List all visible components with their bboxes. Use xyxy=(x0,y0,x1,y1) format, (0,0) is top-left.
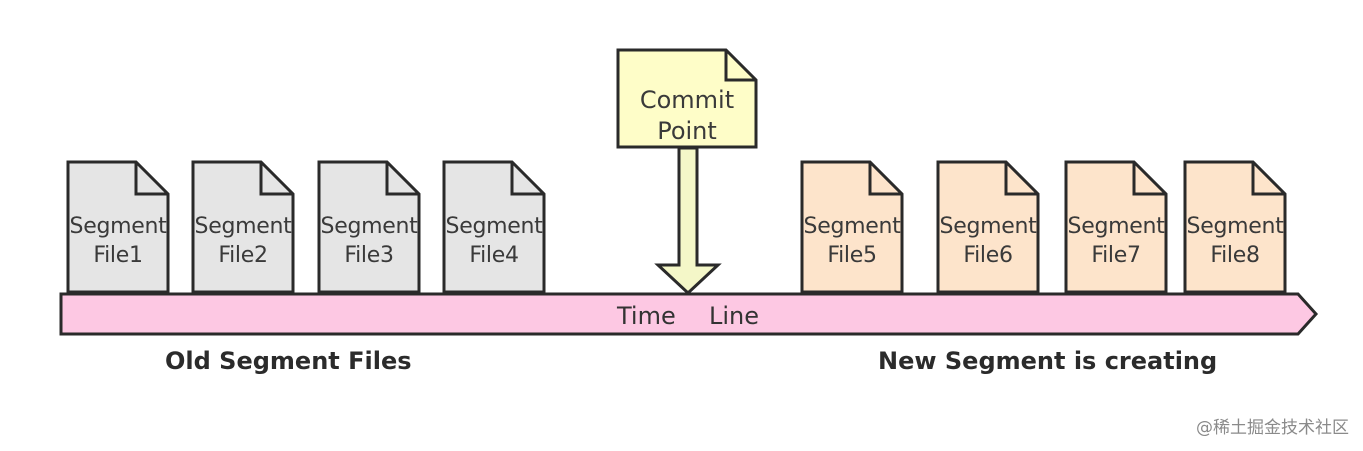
file-label-line2: File8 xyxy=(1210,243,1260,268)
file-label-line2: File2 xyxy=(218,243,268,268)
file-label-line1: Segment xyxy=(69,214,167,239)
file-label-line2: File3 xyxy=(344,243,394,268)
commit-line2: Point xyxy=(657,117,717,145)
timeline-label-time: Time xyxy=(617,302,676,330)
file-label-line1: Segment xyxy=(1067,214,1165,239)
timeline-label-line: Line xyxy=(709,302,760,330)
old-segment-files-label: Old Segment Files xyxy=(165,347,412,375)
file-label-line1: Segment xyxy=(939,214,1037,239)
commit-point-label: Commit Point xyxy=(616,85,758,147)
note-shape xyxy=(616,48,758,149)
commit-line1: Commit xyxy=(639,86,735,114)
file-label-line2: File6 xyxy=(963,243,1013,268)
new-segment-creating-label: New Segment is creating xyxy=(878,347,1218,375)
file-label-line1: Segment xyxy=(445,214,543,239)
file-label-line1: Segment xyxy=(803,214,901,239)
timeline-shape xyxy=(59,292,1319,336)
file-label-line2: File1 xyxy=(93,243,143,268)
file-label-line1: Segment xyxy=(194,214,292,239)
file-label-line1: Segment xyxy=(320,214,418,239)
watermark: @稀土掘金技术社区 xyxy=(1196,418,1349,438)
commit-point-note: Commit Point xyxy=(616,48,758,149)
file-label-line2: File7 xyxy=(1091,243,1141,268)
file-label-line2: File5 xyxy=(827,243,877,268)
commit-arrow xyxy=(654,146,722,296)
file-label-line2: File4 xyxy=(469,243,519,268)
file-label-line1: Segment xyxy=(1186,214,1284,239)
